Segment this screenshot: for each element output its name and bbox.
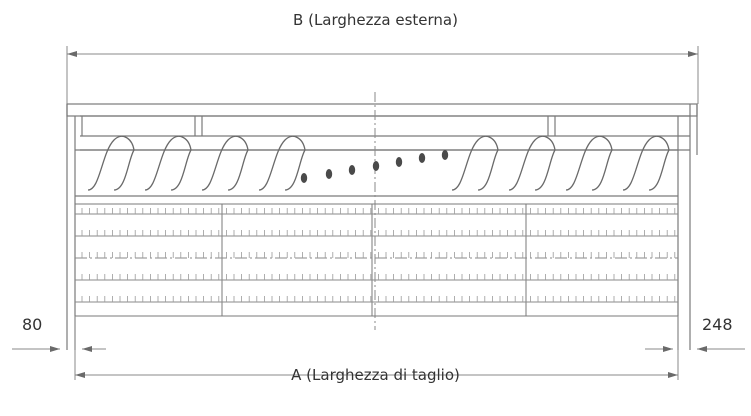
dimension-a	[74, 316, 679, 380]
left-offset-label: 80	[22, 315, 43, 334]
auger-right	[451, 135, 670, 191]
finger-dot	[348, 165, 356, 175]
auger-flight	[565, 135, 613, 191]
auger-left	[87, 135, 306, 191]
outer-width-label: B (Larghezza esterna)	[293, 11, 458, 29]
header-frame	[66, 103, 698, 350]
auger-flight	[622, 135, 670, 191]
finger-dot	[325, 169, 333, 179]
finger-dot	[441, 150, 449, 160]
cut-width-label: A (Larghezza di taglio)	[291, 366, 460, 384]
finger-dot	[395, 157, 403, 167]
auger-flight	[258, 135, 306, 191]
auger-flight	[87, 135, 135, 191]
dimension-b	[66, 46, 699, 104]
auger-fingers	[300, 150, 449, 183]
finger-dot	[418, 153, 426, 163]
finger-dot	[300, 173, 308, 183]
auger-flight	[144, 135, 192, 191]
cutter-bar	[74, 203, 679, 317]
right-offset-label: 248	[702, 315, 733, 334]
finger-dot	[372, 161, 380, 171]
auger-flight	[201, 135, 249, 191]
auger-flight	[451, 135, 499, 191]
cutter-rows	[75, 208, 678, 303]
auger-flight	[508, 135, 556, 191]
